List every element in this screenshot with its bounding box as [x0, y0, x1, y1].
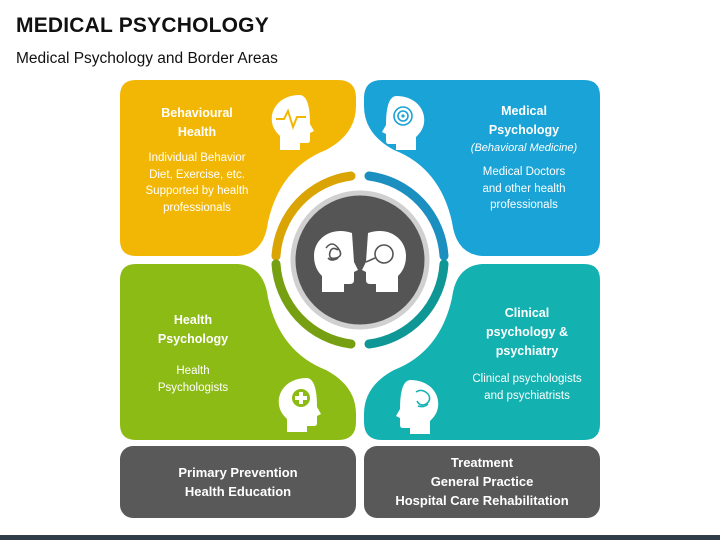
clinical-psychology-title-3: psychiatry	[495, 344, 559, 358]
maze-head-icon	[382, 96, 425, 150]
tangled-thought-icon	[325, 243, 342, 261]
behavioural-health-body-1: Individual Behavior	[148, 152, 246, 164]
treatment-line-1: Treatment	[450, 455, 514, 470]
health-psychology-body-2: Psychologists	[157, 381, 229, 394]
bottom-box-prevention	[120, 446, 356, 518]
ring-arc-green	[271, 259, 356, 349]
medical-psychology-body-3: professionals	[490, 199, 558, 211]
prevention-line-2: Health Education	[184, 484, 292, 499]
medical-psychology-body-2: and other health	[482, 182, 566, 195]
bottom-box-treatment	[364, 446, 600, 518]
clinical-psychology-title-1: Clinical	[504, 306, 550, 320]
medical-cross-head-icon	[278, 378, 321, 432]
behavioural-health-text: Behavioural Health Individual Behavior D…	[132, 104, 262, 216]
clinical-psychology-body-2: and psychiatrists	[484, 389, 570, 402]
medical-psychology-title-1: Medical	[501, 104, 547, 118]
head-profile-icon	[396, 380, 439, 434]
health-psychology-title-1: Health	[173, 313, 213, 327]
page-subtitle: Medical Psychology and Border Areas	[16, 50, 278, 67]
ring-arc-blue	[364, 171, 449, 261]
health-psychology-text: Health Psychology Health Psychologists	[128, 311, 258, 396]
treatment-line-2: General Practice	[430, 474, 534, 489]
center-circle	[290, 190, 430, 330]
behavioural-health-body-3: Supported by health	[145, 185, 249, 197]
medical-psychology-title-2: Psychology	[488, 123, 560, 137]
page-title: MEDICAL PSYCHOLOGY	[16, 14, 269, 37]
ring-arc-teal	[364, 259, 449, 349]
health-psychology-title-2: Psychology	[157, 332, 229, 346]
magnifier-icon	[374, 244, 394, 264]
clinical-psychology-title-2: psychology &	[486, 325, 568, 339]
medical-psychology-text: Medical Psychology (Behavioral Medicine)…	[454, 102, 594, 214]
prevention-box-text: Primary Prevention Health Education	[120, 463, 356, 501]
behavioural-health-title-1: Behavioural	[161, 106, 233, 120]
treatment-box-text: Treatment General Practice Hospital Care…	[364, 453, 600, 510]
brain-pulse-icon	[271, 95, 314, 150]
ring-arc-yellow	[271, 171, 356, 261]
medical-psychology-body-1: Medical Doctors	[482, 166, 566, 178]
clinical-psychology-body-1: Clinical psychologists	[472, 373, 582, 385]
health-psychology-body-1: Health	[176, 365, 210, 377]
two-heads-magnifier-icon	[314, 230, 406, 292]
treatment-line-3: Hospital Care Rehabilitation	[395, 493, 569, 508]
behavioural-health-body-2: Diet, Exercise, etc.	[149, 168, 245, 181]
clinical-psychology-text: Clinical psychology & psychiatry Clinica…	[452, 304, 602, 404]
behavioural-health-title-2: Health	[177, 125, 217, 139]
prevention-line-1: Primary Prevention	[178, 465, 298, 480]
footer-bar	[0, 535, 720, 540]
behavioural-health-body-4: professionals	[163, 201, 231, 214]
medical-psychology-subtitle: (Behavioral Medicine)	[470, 142, 578, 154]
